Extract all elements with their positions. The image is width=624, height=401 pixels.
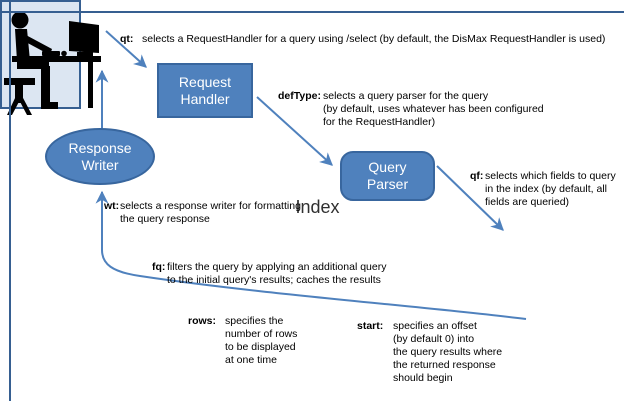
annotation-fq-text: filters the query by applying an additio… (167, 261, 387, 286)
annotation-deftype: defType: selects a query parser for the … (278, 90, 544, 129)
param-wt: wt: (104, 200, 120, 212)
arrow-query-parser-to-index (436, 165, 504, 231)
annotation-fq: fq: filters the query by applying an add… (152, 261, 386, 287)
annotation-start: start: specifies an offset(by default 0)… (357, 320, 502, 385)
index-label: Index (295, 196, 340, 217)
annotation-wt: wt: selects a response writer for format… (104, 200, 301, 226)
param-fq: fq: (152, 261, 166, 273)
param-deftype: defType: (278, 90, 321, 102)
index-column-divider (9, 0, 11, 401)
param-rows: rows: (188, 315, 217, 327)
param-qf: qf: (470, 170, 484, 182)
param-start: start: (357, 320, 384, 332)
param-qt: qt: (120, 33, 134, 45)
annotation-wt-text: selects a response writer for formatting… (120, 200, 301, 225)
arrow-index-to-response-writer (95, 190, 527, 320)
arrow-request-handler-to-query-parser (256, 96, 333, 166)
arrow-user-to-request-handler (105, 30, 147, 68)
index-row-divider (0, 11, 624, 13)
annotation-qt-text: selects a RequestHandler for a query usi… (142, 33, 606, 45)
annotation-deftype-text: selects a query parser for the query(by … (323, 90, 544, 128)
annotation-qt: qt: selects a RequestHandler for a query… (120, 33, 605, 46)
user-at-computer-icon (4, 11, 101, 115)
